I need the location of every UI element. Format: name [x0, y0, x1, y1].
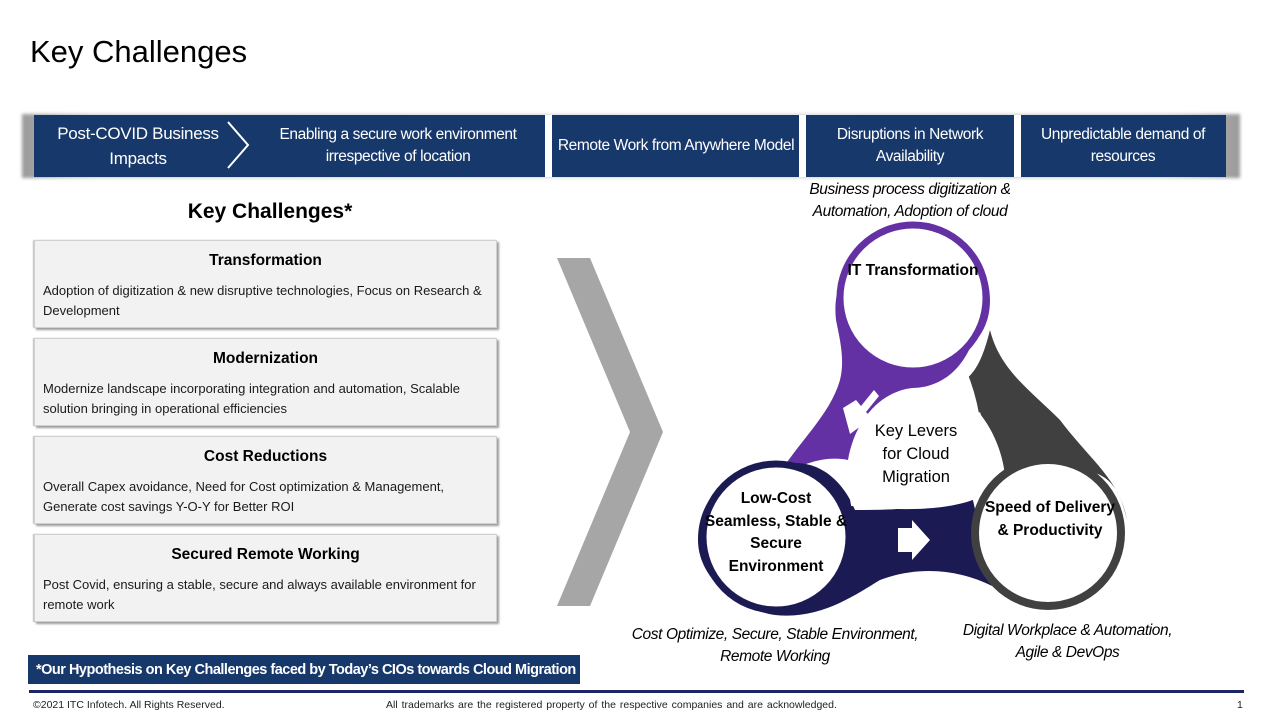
- chevron-arrow-icon: [557, 258, 663, 606]
- low-cost-caption: Cost Optimize, Secure, Stable Environmen…: [631, 626, 919, 665]
- speed-delivery-caption: Digital Workplace & Automation, Agile & …: [962, 622, 1173, 661]
- banner-lead: Post-COVID Business Impacts: [57, 124, 219, 168]
- speed-delivery-node: [971, 456, 1125, 610]
- card-body: Adoption of digitization & new disruptiv…: [43, 283, 482, 318]
- hypothesis-note: *Our Hypothesis on Key Challenges faced …: [28, 655, 580, 684]
- card-body: Overall Capex avoidance, Need for Cost o…: [43, 479, 445, 514]
- card-title: Transformation: [209, 252, 322, 269]
- speed-delivery-label: Speed of Delivery & Productivity: [984, 499, 1116, 539]
- center-label: Key Levers for Cloud Migration: [874, 422, 958, 486]
- page-number: 1: [1237, 699, 1243, 711]
- banner-divider: [1014, 115, 1021, 177]
- banner-item: Enabling a secure work environment irres…: [279, 126, 517, 165]
- banner-item: Unpredictable demand of resources: [1041, 126, 1205, 165]
- card-body: Modernize landscape incorporating integr…: [43, 381, 460, 416]
- footer-divider: [29, 690, 1244, 693]
- banner-item: Disruptions in Network Availability: [836, 126, 984, 165]
- it-transformation-node: [836, 221, 990, 375]
- challenge-card-secured-remote-working: Secured Remote Working Post Covid, ensur…: [34, 534, 497, 622]
- impacts-banner: [34, 115, 1226, 177]
- it-transformation-label: IT Transformation: [847, 262, 979, 279]
- footer-trademark: All trademarks are the registered proper…: [386, 699, 837, 711]
- banner-divider: [545, 115, 552, 177]
- banner-item: Remote Work from Anywhere Model: [557, 137, 795, 154]
- challenge-card-modernization: Modernization Modernize landscape incorp…: [34, 338, 497, 426]
- chevron-right-icon: [227, 121, 250, 169]
- banner-divider: [799, 115, 806, 177]
- speed-delivery-petal: [950, 330, 1127, 520]
- challenge-card-cost-reductions: Cost Reductions Overall Capex avoidance,…: [34, 436, 497, 524]
- arrow-right-icon: [898, 520, 930, 560]
- card-title: Cost Reductions: [203, 448, 328, 465]
- card-title: Modernization: [212, 350, 319, 367]
- cloud-levers-diagram: IT Transformation Key Levers for Cloud M…: [680, 220, 1150, 630]
- arrow-down-left-icon: [843, 390, 879, 434]
- page-title: Key Challenges: [30, 34, 248, 69]
- arrow-up-right-icon: [964, 412, 988, 448]
- card-title: Secured Remote Working: [171, 546, 360, 563]
- card-body: Post Covid, ensuring a stable, secure an…: [43, 577, 476, 612]
- challenges-heading: Key Challenges*: [187, 200, 353, 223]
- it-transformation-caption: Business process digitization & Automati…: [809, 181, 1011, 220]
- footer-copyright: ©2021 ITC Infotech. All Rights Reserved.: [33, 699, 225, 711]
- challenge-card-transformation: Transformation Adoption of digitization …: [34, 240, 497, 328]
- center-area: [849, 368, 983, 509]
- low-cost-node: [699, 460, 853, 614]
- low-cost-label: Low-Cost Seamless, Stable & Secure Envir…: [704, 490, 848, 575]
